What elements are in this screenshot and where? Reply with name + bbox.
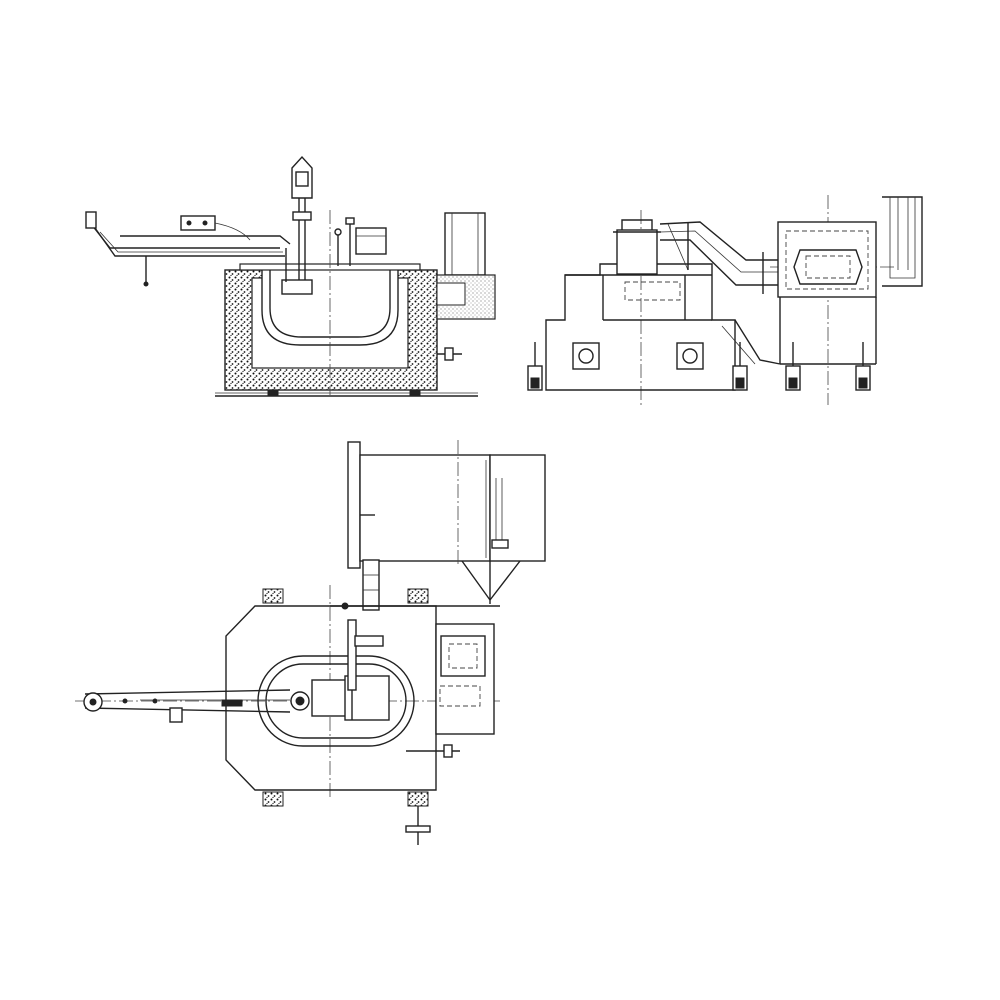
side-hidden-box (624, 281, 681, 301)
crucible-oval-outer (257, 655, 415, 747)
dosing-unit (355, 227, 387, 255)
control-box (180, 215, 216, 231)
side-tank-cap (621, 219, 653, 230)
stirrer-coupling (292, 211, 312, 221)
stirrer-hub-center (295, 696, 305, 706)
flue-pipe (362, 559, 380, 611)
top-view (75, 440, 546, 845)
foot-bottom-left (262, 791, 284, 807)
probe-head (334, 228, 342, 236)
burner-panel-hidden-2 (439, 685, 481, 707)
duct-top-edge (659, 221, 780, 261)
launder-rail (120, 235, 291, 245)
burner-frame-inner (785, 230, 869, 290)
side-valve (444, 347, 454, 361)
side-ramp-inner (721, 325, 756, 365)
top-launder-edge-1 (84, 689, 291, 695)
burner-chamber (793, 249, 863, 285)
launder-bottom-edge (94, 227, 285, 257)
top-launder-bolt-2 (152, 698, 158, 704)
access-port-left-hole (578, 348, 594, 364)
side-ramp (734, 319, 781, 365)
duct-clamp (491, 539, 509, 549)
front-view (85, 155, 496, 397)
duct-support-legs (461, 560, 521, 602)
handwheel (405, 825, 431, 833)
castor-3-wheel (788, 377, 798, 389)
top-launder-support (169, 707, 183, 723)
duct-brace (667, 223, 689, 271)
castor-2-wheel (735, 377, 745, 389)
control-box-knob-1 (186, 220, 192, 226)
foot-top-right (407, 588, 429, 604)
launder-end-cap (85, 211, 97, 229)
side-tank (616, 229, 658, 275)
top-launder-clamp (221, 699, 243, 707)
top-launder-end-pin (89, 698, 97, 706)
stirrer-arm (347, 619, 357, 691)
furnace-top-body (225, 605, 437, 791)
stirrer-bracket (354, 635, 384, 647)
castor-1-wheel (530, 377, 540, 389)
side-body (545, 263, 736, 391)
chimney-outer (882, 196, 923, 287)
burner-flange (436, 282, 466, 306)
burner-panel-window (440, 635, 486, 677)
castor-4-wheel (858, 377, 868, 389)
top-launder-bolt-1 (122, 698, 128, 704)
front-wheel-left (267, 389, 279, 397)
foot-top-left (262, 588, 284, 604)
launder-center-line (99, 231, 283, 253)
thermocouple-head (345, 217, 355, 225)
control-box-knob-2 (202, 220, 208, 226)
foot-bottom-right (407, 791, 429, 807)
burner-duct (444, 212, 486, 276)
stirrer-motor-window (295, 171, 309, 187)
duct-flange-plate (347, 441, 361, 569)
duct-center-line (659, 230, 780, 273)
crucible-oval-inner (265, 663, 407, 739)
top-side-valve (443, 744, 453, 758)
launder-support-foot (143, 281, 149, 287)
stirrer-mount (311, 679, 347, 717)
access-port-right-hole (682, 348, 698, 364)
side-castors (527, 342, 871, 391)
control-cable (214, 222, 251, 241)
chimney-inner (889, 197, 916, 279)
burner-chamber-hidden (805, 255, 851, 279)
burner-panel-hidden (448, 643, 478, 669)
burner-frame (777, 221, 877, 298)
front-wheel-right (409, 389, 421, 397)
top-launder-edge-2 (84, 707, 291, 713)
stirrer-gearbox (281, 279, 313, 295)
duct-housing (359, 454, 491, 562)
side-view (527, 195, 923, 405)
